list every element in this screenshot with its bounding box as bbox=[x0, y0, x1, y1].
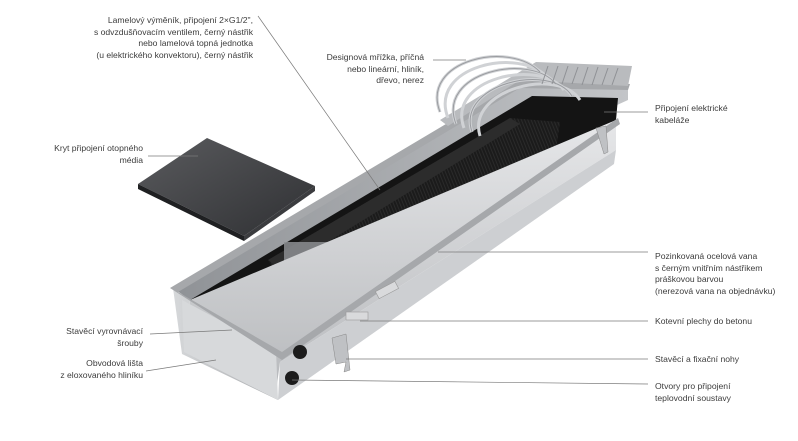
foot-1 bbox=[331, 333, 351, 373]
label-line: teplovodní soustavy bbox=[655, 392, 731, 403]
foot-2 bbox=[595, 125, 609, 155]
grille-slat-shadows bbox=[436, 56, 573, 133]
label-line: Lamelový výměník, připojení 2×G1/2", bbox=[107, 15, 253, 25]
connection-cover-edge bbox=[138, 184, 244, 241]
label-line: (u elektrického konvektoru), černý nástř… bbox=[96, 49, 253, 60]
label-line: práškovou barvou bbox=[655, 274, 724, 284]
label-anchor: Kotevní plechy do betonu bbox=[655, 316, 752, 328]
label-line: Připojení elektrické bbox=[655, 103, 728, 113]
label-line: (nerezová vana na objednávku) bbox=[655, 285, 776, 296]
label-line: média bbox=[119, 154, 143, 165]
label-line: z eloxovaného hliníku bbox=[60, 369, 143, 380]
leader-openings bbox=[291, 379, 649, 385]
leader-screws bbox=[149, 329, 233, 335]
label-heat-exchanger: Lamelový výměník, připojení 2×G1/2",s od… bbox=[94, 15, 253, 61]
connection-cover-edge-2 bbox=[244, 186, 315, 241]
label-line: nebo lamelová topná jednotka bbox=[138, 38, 253, 48]
label-line: Pozinkovaná ocelová vana bbox=[655, 251, 758, 261]
label-line: šrouby bbox=[117, 337, 143, 348]
connection-opening-2 bbox=[285, 371, 299, 385]
label-line: s odvzdušňovacím ventilem, černý nástřik bbox=[93, 26, 253, 37]
label-line: Stavěcí vyrovnávací bbox=[66, 326, 143, 336]
anchor-plate-1 bbox=[345, 311, 369, 321]
tray-side bbox=[278, 150, 616, 400]
connection-opening-1 bbox=[293, 345, 307, 359]
label-line: Stavěcí a fixační nohy bbox=[655, 354, 740, 364]
tray-front-wall bbox=[186, 120, 616, 392]
label-line: Otvory pro připojení bbox=[655, 381, 731, 391]
label-line: Obvodová lišta bbox=[86, 358, 143, 368]
label-line: nebo lineární, hliník, bbox=[347, 63, 424, 74]
label-line: Kotevní plechy do betonu bbox=[655, 316, 752, 326]
anchor-plate-2 bbox=[375, 280, 399, 300]
label-line: Designová mřížka, příčná bbox=[326, 52, 424, 62]
leader-frame bbox=[145, 359, 217, 372]
connection-cover bbox=[138, 138, 315, 236]
label-line: Kryt připojení otopného bbox=[54, 143, 143, 153]
leader-lines bbox=[145, 15, 649, 385]
label-line: s černým vnitřním nástřikem bbox=[655, 262, 763, 273]
grille-flat-slats bbox=[541, 65, 619, 86]
tray-end-face bbox=[182, 300, 278, 400]
label-line: kabeláže bbox=[655, 114, 690, 125]
label-line: dřevo, nerez bbox=[376, 75, 424, 85]
heat-exchanger-top bbox=[268, 118, 520, 270]
leader-heat-exchanger bbox=[257, 15, 381, 191]
label-feet: Stavěcí a fixační nohy bbox=[655, 354, 739, 366]
